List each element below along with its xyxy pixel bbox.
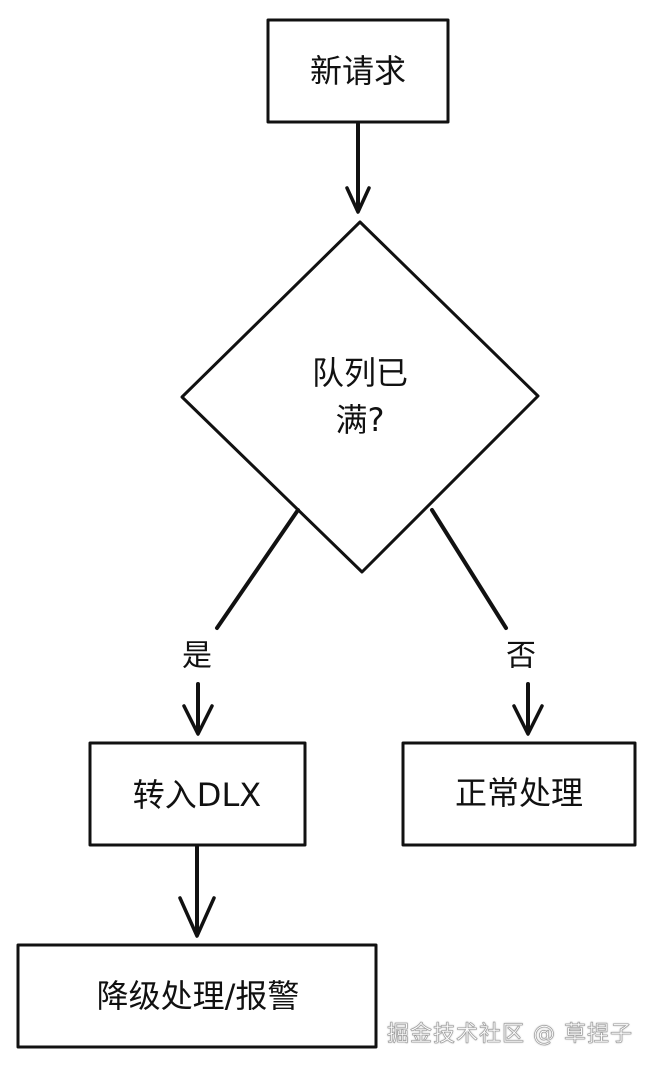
edge-no-line-upper [430,508,508,630]
arrow-down-icon [178,896,216,938]
node-to-dlx-box [88,741,307,847]
node-to-dlx-label: 转入DLX [133,776,261,814]
node-normal-box [401,741,637,847]
node-normal-label: 正常处理 [455,774,583,812]
arrow-down-icon [182,704,214,736]
node-new-request-label: 新请求 [310,52,406,90]
node-degrade: 降级处理/报警 [16,943,378,1049]
node-new-request-box [266,18,450,124]
edge-no-label: 否 [506,639,536,674]
node-to-dlx: 转入DLX [88,741,307,847]
node-degrade-label: 降级处理/报警 [97,977,300,1015]
arrow-down-icon [345,186,371,214]
node-queue-full-label-line1: 队列已 [312,354,408,392]
edge-yes-line-upper [215,508,300,630]
edge-no-branch: 否 [430,508,544,736]
node-degrade-box [16,943,378,1049]
arrow-down-icon [512,704,544,736]
edge-dlx-to-degrade [178,845,216,938]
edge-yes-branch: 是 [182,508,300,736]
watermark: 掘金技术社区 @ 草捏子 [387,1022,633,1048]
edge-request-to-decision [345,122,371,214]
node-new-request: 新请求 [266,18,450,124]
node-queue-full-decision: 队列已 满? [180,220,540,574]
edge-yes-label: 是 [182,639,212,674]
node-normal: 正常处理 [401,741,637,847]
node-queue-full-label-line2: 满? [336,401,385,439]
node-queue-full-diamond [180,220,540,574]
